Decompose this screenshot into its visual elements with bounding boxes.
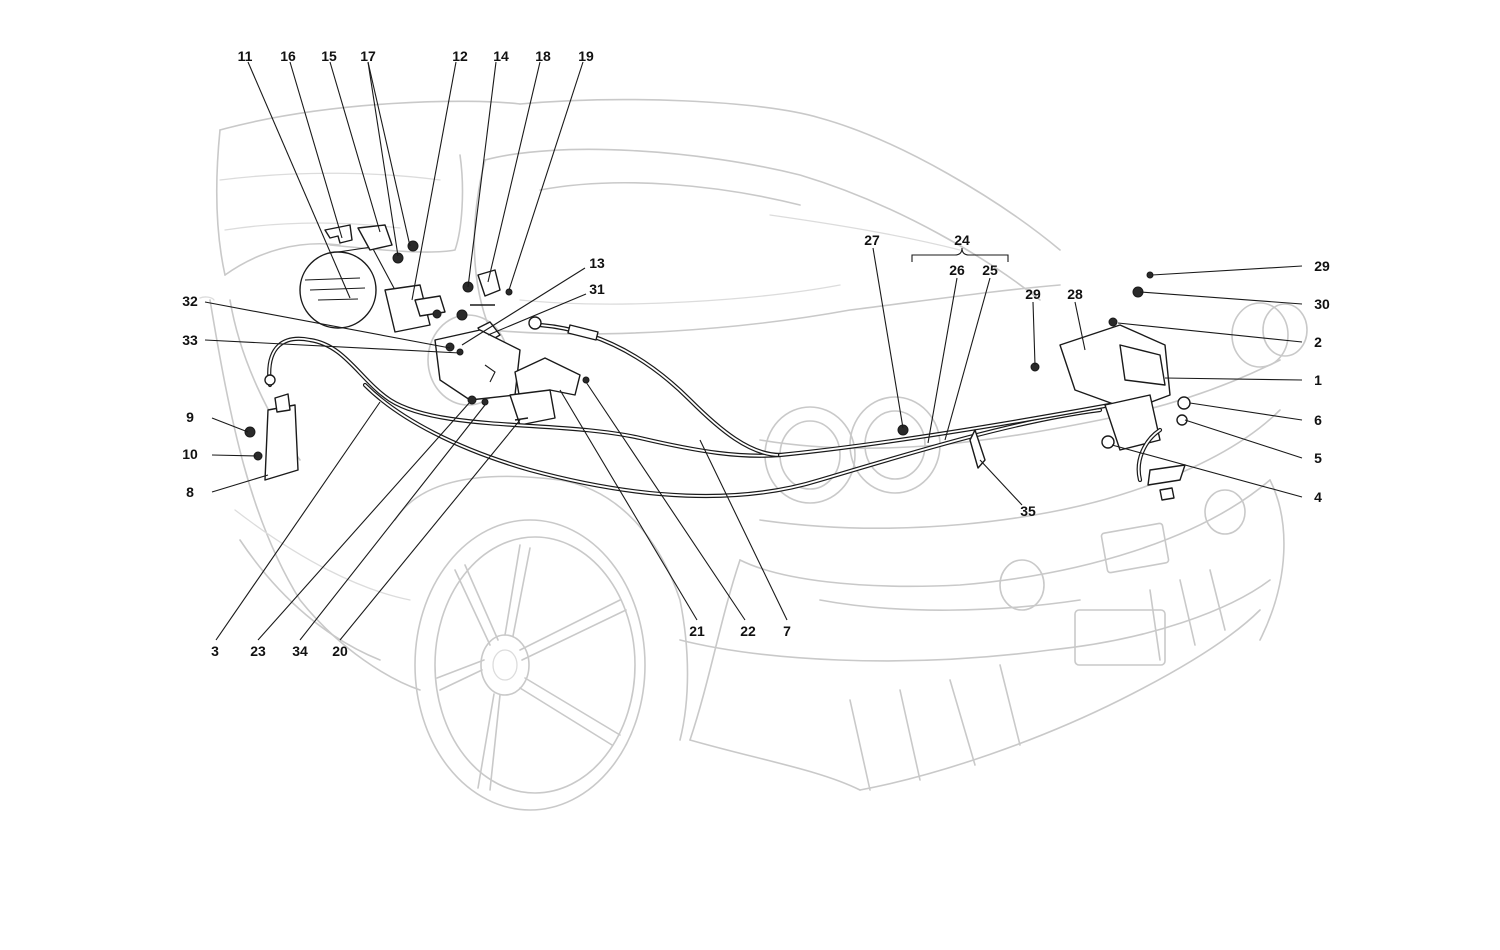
callout-28: 28 — [1067, 286, 1083, 302]
callout-21: 21 — [689, 623, 705, 639]
callout-5: 5 — [1314, 450, 1322, 466]
callout-4: 4 — [1314, 489, 1322, 505]
callout-14: 14 — [493, 48, 509, 64]
callout-17: 17 — [360, 48, 376, 64]
callout-9: 9 — [186, 409, 194, 425]
callout-25: 25 — [982, 262, 998, 278]
callout-3: 3 — [211, 643, 219, 659]
retaining-clip-part — [324, 224, 353, 244]
flap-release-actuator — [384, 284, 431, 333]
lid-lock-mechanism — [1104, 394, 1161, 451]
internal-release-handle — [264, 404, 299, 481]
callout-35: 35 — [1020, 503, 1036, 519]
callout-11: 11 — [238, 48, 253, 64]
filler-surround-part — [434, 329, 521, 401]
callout-29-left: 29 — [1025, 286, 1041, 302]
callout-8: 8 — [186, 484, 194, 500]
callout-30: 30 — [1314, 296, 1330, 312]
switch-part — [477, 269, 501, 297]
nut-part — [407, 240, 419, 252]
bracket-part — [357, 224, 393, 251]
callout-20: 20 — [332, 643, 348, 659]
callout-6: 6 — [1314, 412, 1322, 428]
callout-13: 13 — [589, 255, 605, 271]
callout-26: 26 — [949, 262, 965, 278]
release-switch — [1147, 464, 1186, 486]
callout-19: 19 — [578, 48, 594, 64]
callout-7: 7 — [783, 623, 791, 639]
callout-1: 1 — [1314, 372, 1322, 388]
callout-33: 33 — [182, 332, 198, 348]
callout-27: 27 — [864, 232, 880, 248]
leader-lines — [204, 61, 1303, 641]
callout-16: 16 — [280, 48, 296, 64]
callout-15: 15 — [321, 48, 337, 64]
rear-wheel-rim — [414, 519, 646, 811]
callout-12: 12 — [452, 48, 468, 64]
callout-29-right: 29 — [1314, 258, 1330, 274]
callout-10: 10 — [182, 446, 198, 462]
parts — [244, 224, 1191, 501]
callout-34: 34 — [292, 643, 308, 659]
car-outline — [199, 98, 1308, 811]
callout-31: 31 — [589, 281, 605, 297]
callout-labels: 11 16 15 17 12 14 18 19 13 31 32 33 9 10… — [182, 48, 1330, 659]
callout-23: 23 — [250, 643, 266, 659]
callout-18: 18 — [535, 48, 551, 64]
callout-2: 2 — [1314, 334, 1322, 350]
callout-24: 24 — [954, 232, 970, 248]
callout-32: 32 — [182, 293, 198, 309]
lid-lock-cover — [1059, 324, 1171, 411]
callout-22: 22 — [740, 623, 756, 639]
licence-plate-recess — [1100, 522, 1170, 574]
